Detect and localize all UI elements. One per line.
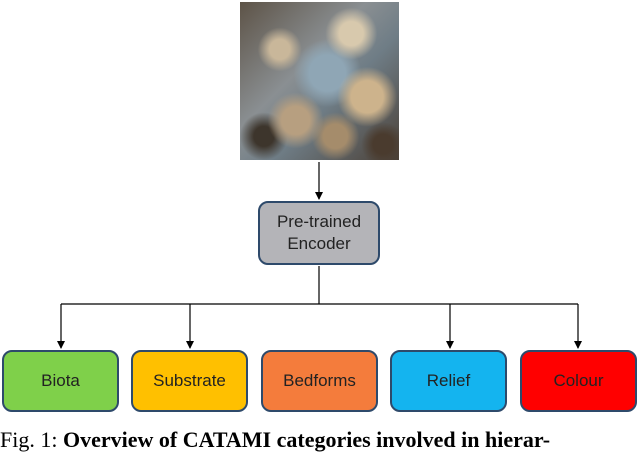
caption-prefix: Fig. 1: xyxy=(0,427,58,452)
category-colour: Colour xyxy=(520,350,637,412)
category-bedforms: Bedforms xyxy=(261,350,378,412)
encoder-box: Pre-trained Encoder xyxy=(258,201,380,265)
seafloor-image xyxy=(240,2,399,160)
figure-caption: Fig. 1: Overview of CATAMI categories in… xyxy=(0,425,640,452)
category-substrate: Substrate xyxy=(131,350,248,412)
caption-title: Overview of CATAMI categories involved i… xyxy=(62,427,551,452)
category-relief: Relief xyxy=(390,350,507,412)
category-biota: Biota xyxy=(2,350,119,412)
